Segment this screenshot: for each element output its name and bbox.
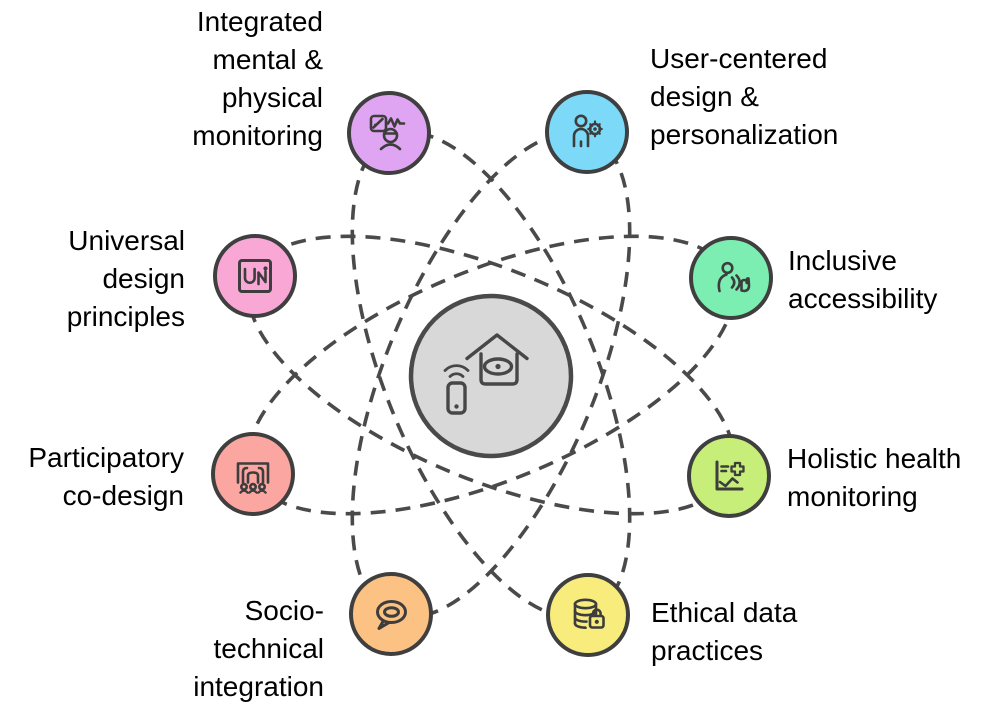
node-inclusive-accessibility [689,236,773,320]
group-workshop-icon [236,462,270,494]
accessibility-signing-icon [717,261,751,293]
smart-home-monitoring-icon [443,333,529,415]
label-ethical-data: Ethical data practices [651,597,798,666]
label-universal-design: Universal design principles [66,225,185,332]
node-ethical-data [546,573,630,657]
label-holistic-health: Holistic health monitoring [787,443,962,512]
label-socio-technical: Socio- technical integration [193,595,324,702]
node-circle [687,434,771,518]
label-participatory-codesign: Participatory co-design [28,442,184,511]
speech-bubble-icon [376,600,407,630]
database-lock-icon [573,598,605,629]
node-participatory-codesign [211,432,295,516]
label-inclusive-accessibility: Inclusive accessibility [788,245,938,314]
health-chart-icon [715,460,745,491]
central-hub [408,293,574,459]
node-user-centered [545,90,629,174]
user-gear-icon [572,114,603,148]
label-user-centered: User-centered design & personalization [650,43,839,150]
label-integrated-monitoring: Integrated mental & physical monitoring [192,6,323,151]
central-circle [408,293,574,459]
node-circle [211,432,295,516]
node-socio-technical [349,572,433,656]
node-holistic-health [687,434,771,518]
node-universal-design [213,234,297,318]
mental-physical-monitoring-icon [369,114,406,151]
node-integrated-monitoring [347,91,431,175]
node-circle [349,572,433,656]
universal-design-icon [238,259,272,293]
